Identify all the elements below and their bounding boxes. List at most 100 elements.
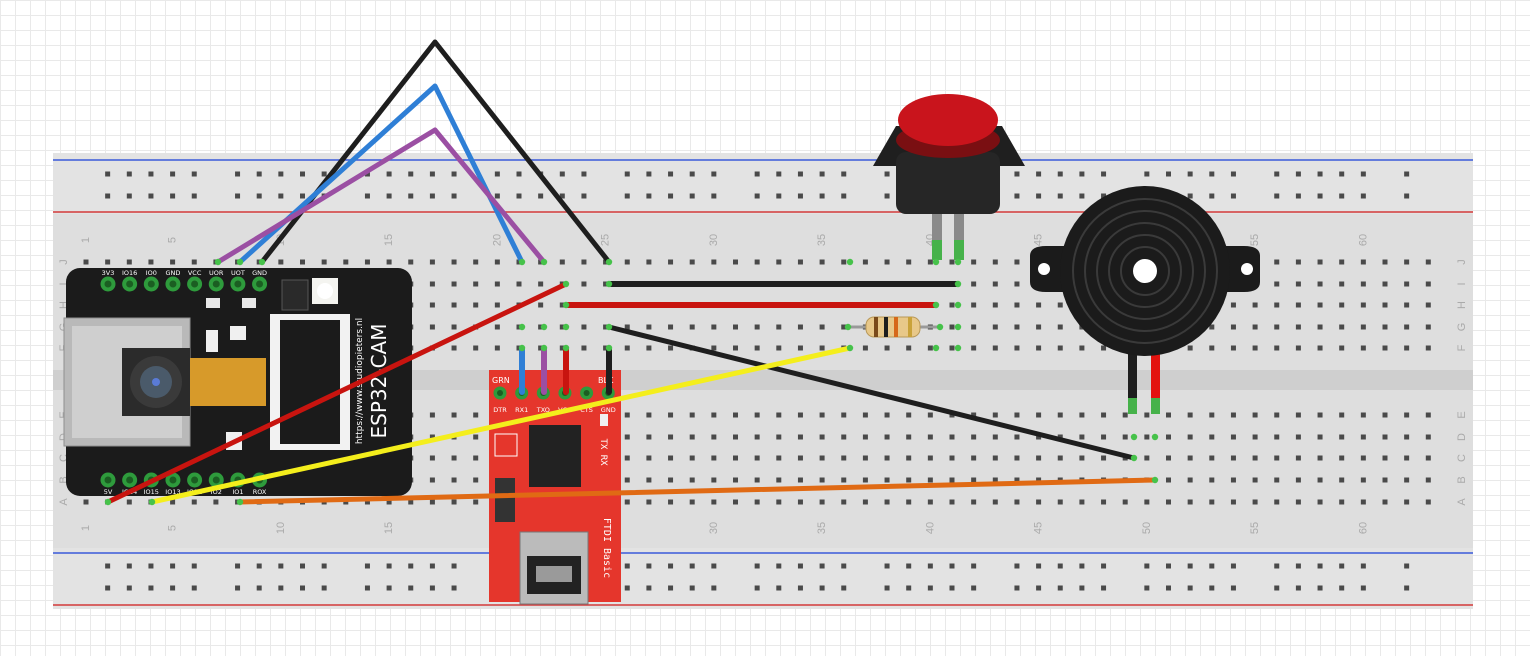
rail-hole[interactable] [689,585,695,591]
breadboard-hole[interactable] [992,302,998,308]
breadboard-hole[interactable] [429,434,435,440]
rail-hole[interactable] [1230,585,1236,591]
breadboard-hole[interactable] [1166,455,1171,461]
rail-hole[interactable] [1014,193,1020,199]
breadboard-hole[interactable] [1014,455,1020,461]
breadboard-hole[interactable] [776,477,782,483]
breadboard-hole[interactable] [105,259,111,265]
breadboard-hole[interactable] [473,455,479,461]
breadboard-hole[interactable] [1057,345,1063,351]
breadboard-hole[interactable] [1339,477,1345,483]
rail-hole[interactable] [1079,563,1085,569]
breadboard-hole[interactable] [1339,259,1345,265]
rail-hole[interactable] [906,563,912,569]
breadboard-hole[interactable] [689,455,695,461]
breadboard-hole[interactable] [927,477,933,483]
wire-purple-uor[interactable] [215,127,547,265]
rail-hole[interactable] [364,585,370,591]
rail-hole[interactable] [1187,193,1193,199]
rail-hole[interactable] [126,563,132,569]
rail-hole[interactable] [1101,171,1107,177]
breadboard-hole[interactable] [733,324,738,330]
rail-hole[interactable] [1036,585,1042,591]
breadboard-hole[interactable] [776,412,782,418]
breadboard-hole[interactable] [1360,455,1366,461]
breadboard-hole[interactable] [971,345,977,351]
breadboard-hole[interactable] [992,281,998,287]
rail-hole[interactable] [278,171,284,177]
breadboard-hole[interactable] [1230,477,1236,483]
breadboard-hole[interactable] [1230,412,1236,418]
breadboard-hole[interactable] [300,259,305,265]
breadboard-hole[interactable] [646,324,652,330]
breadboard-hole[interactable] [1317,412,1323,418]
breadboard-hole[interactable] [126,259,132,265]
rail-hole[interactable] [148,193,154,199]
rail-hole[interactable] [1295,171,1301,177]
breadboard-hole[interactable] [797,259,803,265]
breadboard-hole[interactable] [797,324,803,330]
rail-hole[interactable] [754,563,760,569]
rail-hole[interactable] [949,563,955,569]
rail-hole[interactable] [797,585,803,591]
breadboard-hole[interactable] [754,324,760,330]
breadboard-hole[interactable] [581,281,587,287]
breadboard-hole[interactable] [1404,259,1410,265]
rail-hole[interactable] [191,193,197,199]
breadboard-hole[interactable] [1317,477,1323,483]
breadboard-hole[interactable] [733,499,738,505]
rail-hole[interactable] [364,563,370,569]
rail-hole[interactable] [927,585,933,591]
breadboard-hole[interactable] [1295,259,1301,265]
breadboard-hole[interactable] [559,302,565,308]
breadboard-hole[interactable] [862,434,868,440]
breadboard-hole[interactable] [1036,345,1042,351]
breadboard-hole[interactable] [992,477,998,483]
breadboard-hole[interactable] [1274,259,1280,265]
rail-hole[interactable] [1014,563,1020,569]
breadboard-hole[interactable] [1404,499,1410,505]
rail-hole[interactable] [235,585,241,591]
breadboard-hole[interactable] [1425,499,1431,505]
breadboard-hole[interactable] [429,281,435,287]
rail-hole[interactable] [1339,193,1345,199]
rail-hole[interactable] [1057,171,1063,177]
rail-hole[interactable] [1036,563,1042,569]
rail-hole[interactable] [170,585,176,591]
breadboard-hole[interactable] [754,477,760,483]
breadboard-hole[interactable] [927,345,933,351]
rail-hole[interactable] [1166,171,1171,177]
breadboard-hole[interactable] [1382,412,1388,418]
breadboard-hole[interactable] [646,477,652,483]
breadboard-hole[interactable] [1014,302,1020,308]
breadboard-hole[interactable] [1360,281,1366,287]
rail-hole[interactable] [1079,585,1085,591]
breadboard-hole[interactable] [646,434,652,440]
rail-hole[interactable] [711,563,717,569]
rail-hole[interactable] [1404,585,1410,591]
rail-hole[interactable] [1079,193,1085,199]
breadboard-hole[interactable] [1036,455,1042,461]
breadboard-hole[interactable] [971,324,977,330]
rail-hole[interactable] [1036,171,1042,177]
breadboard-hole[interactable] [1317,281,1323,287]
breadboard-hole[interactable] [1252,477,1258,483]
rail-hole[interactable] [797,193,803,199]
rail-hole[interactable] [148,585,154,591]
breadboard-hole[interactable] [1036,499,1042,505]
breadboard-hole[interactable] [559,324,565,330]
breadboard-hole[interactable] [1360,434,1366,440]
breadboard-hole[interactable] [1079,434,1085,440]
breadboard-hole[interactable] [1166,499,1171,505]
rail-hole[interactable] [1339,563,1345,569]
breadboard-hole[interactable] [1057,412,1063,418]
breadboard-hole[interactable] [1274,281,1280,287]
breadboard-hole[interactable] [754,259,760,265]
breadboard-hole[interactable] [754,434,760,440]
breadboard-hole[interactable] [1295,412,1301,418]
breadboard-hole[interactable] [1382,302,1388,308]
breadboard-hole[interactable] [213,499,219,505]
breadboard-hole[interactable] [797,434,803,440]
breadboard-hole[interactable] [971,455,977,461]
breadboard-hole[interactable] [711,477,717,483]
